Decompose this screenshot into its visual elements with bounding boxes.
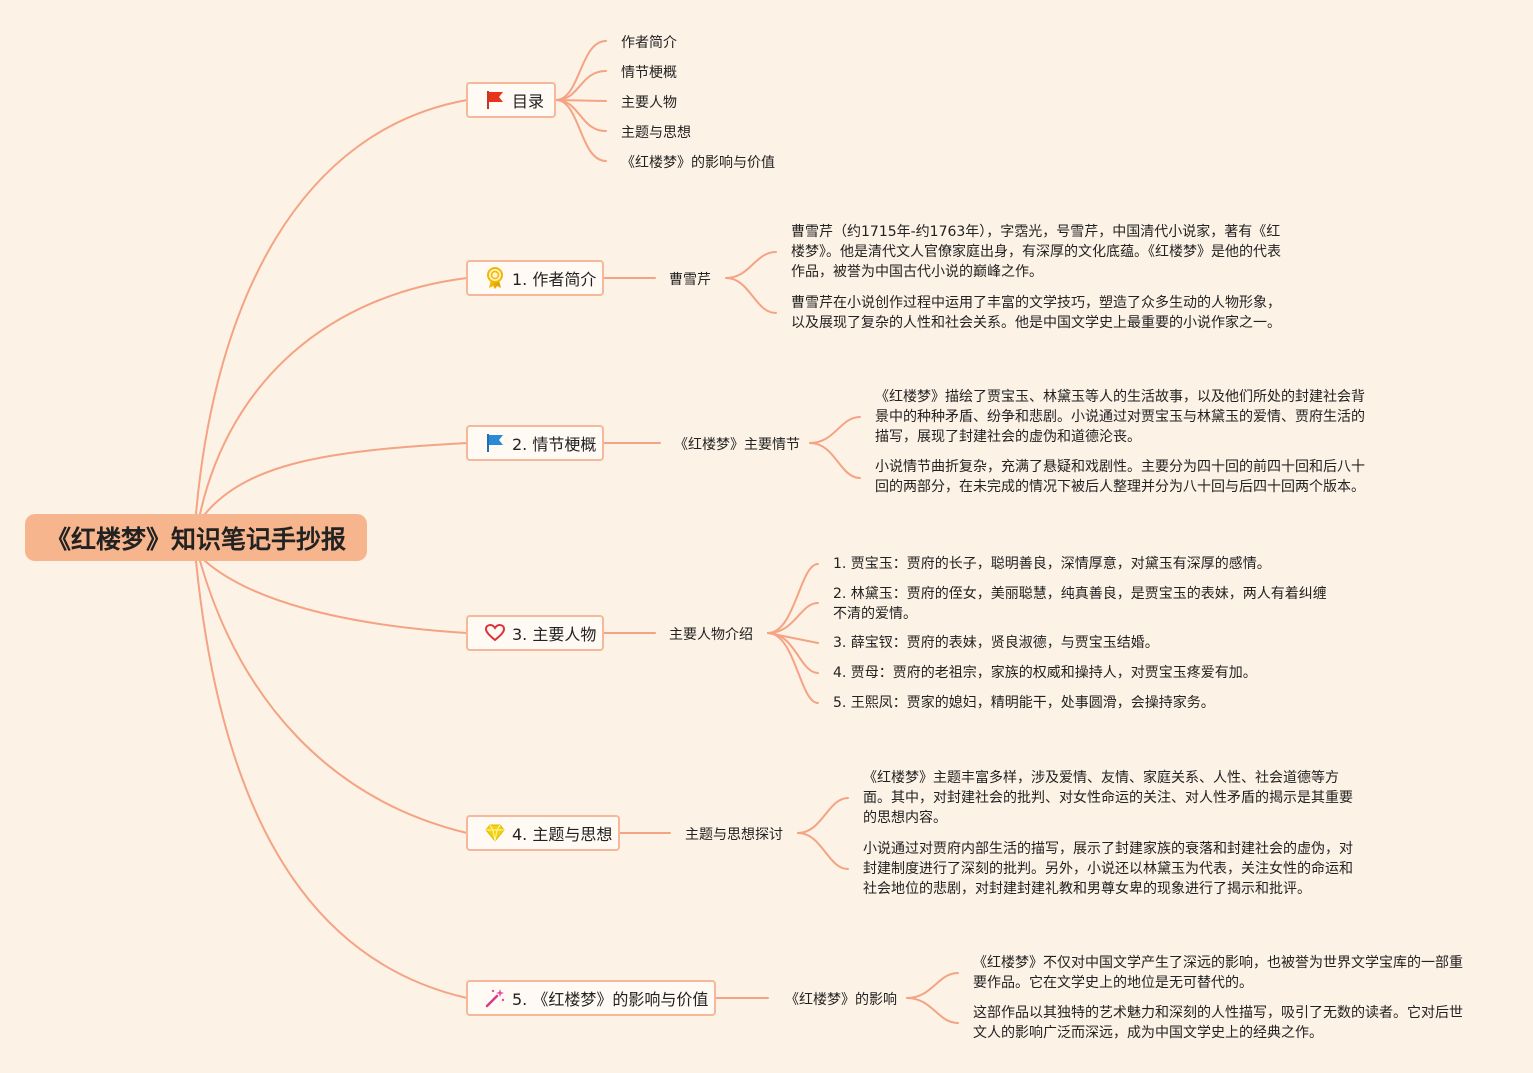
link-root-b4 [199, 560, 468, 834]
diamond-icon [484, 822, 506, 844]
toc-item-4[interactable]: 主题与思想 [621, 125, 691, 141]
root-topic[interactable]: 《红楼梦》知识笔记手抄报 [25, 514, 367, 561]
red-flag-icon [484, 89, 506, 111]
branch-toc[interactable]: 目录 [466, 82, 556, 118]
leaf-plot-1: 《红楼梦》描绘了贾宝玉、林黛玉等人的生活故事，以及他们所处的封建社会背景中的种种… [875, 389, 1365, 445]
branch-themes-label: 4. 主题与思想 [512, 825, 613, 844]
toc-item-2[interactable]: 情节梗概 [621, 65, 677, 81]
sub-cao-xueqin[interactable]: 曹雪芹 [669, 272, 711, 288]
leaf-author-2: 曹雪芹在小说创作过程中运用了丰富的文学技巧，塑造了众多生动的人物形象，以及展现了… [791, 295, 1281, 331]
branch-characters[interactable]: 3. 主要人物 [466, 615, 604, 651]
toc-item-1[interactable]: 作者简介 [621, 35, 677, 51]
leaf-author-1: 曹雪芹（约1715年-约1763年），字霑光，号雪芹，中国清代小说家，著有《红楼… [791, 224, 1281, 280]
leaf-character-4: 4. 贾母：贾府的老祖宗，家族的权威和操持人，对贾宝玉疼爱有加。 [833, 665, 1257, 681]
branch-author[interactable]: 1. 作者简介 [466, 260, 604, 296]
toc-item-5[interactable]: 《红楼梦》的影响与价值 [621, 155, 775, 171]
leaf-themes-1: 《红楼梦》主题丰富多样，涉及爱情、友情、家庭关系、人性、社会道德等方面。其中，对… [863, 770, 1353, 826]
branch-themes[interactable]: 4. 主题与思想 [466, 815, 620, 851]
branch-influence[interactable]: 5. 《红楼梦》的影响与价值 [466, 980, 716, 1016]
leaf-influence-1: 《红楼梦》不仅对中国文学产生了深远的影响，也被誉为世界文学宝库的一部重要作品。它… [973, 955, 1463, 991]
magic-wand-icon [484, 987, 506, 1009]
link-root-b2 [204, 442, 468, 515]
leaf-themes-2: 小说通过对贾府内部生活的描写，展示了封建家族的衰落和封建社会的虚伪，对封建制度进… [863, 841, 1353, 897]
leaf-character-5: 5. 王熙凤：贾家的媳妇，精明能干，处事圆滑，会操持家务。 [833, 695, 1215, 711]
link-root-b3 [204, 560, 468, 634]
leaf-character-3: 3. 薛宝钗：贾府的表妹，贤良淑德，与贾宝玉结婚。 [833, 635, 1159, 651]
branch-plot[interactable]: 2. 情节梗概 [466, 425, 604, 461]
branch-toc-label: 目录 [512, 92, 545, 111]
branch-plot-label: 2. 情节梗概 [512, 435, 597, 454]
leaf-plot-2: 小说情节曲折复杂，充满了悬疑和戏剧性。主要分为四十回的前四十回和后八十回的两部分… [875, 459, 1365, 495]
medal-icon [484, 267, 506, 289]
branch-influence-label: 5. 《红楼梦》的影响与价值 [512, 990, 709, 1009]
leaf-character-2: 2. 林黛玉：贾府的侄女，美丽聪慧，纯真善良，是贾宝玉的表妹，两人有着纠缠不清的… [833, 586, 1327, 622]
sub-themes-discussion[interactable]: 主题与思想探讨 [685, 827, 783, 843]
leaf-character-1: 1. 贾宝玉：贾府的长子，聪明善良，深情厚意，对黛玉有深厚的感情。 [833, 556, 1271, 572]
blue-flag-icon [484, 432, 506, 454]
toc-item-3[interactable]: 主要人物 [621, 95, 677, 111]
link-root-b5 [195, 560, 468, 999]
link-root-b1 [199, 277, 468, 515]
heart-icon [484, 622, 506, 644]
sub-characters-intro[interactable]: 主要人物介绍 [669, 627, 753, 643]
branch-author-label: 1. 作者简介 [512, 270, 597, 289]
link-root-toc [195, 99, 468, 515]
leaf-influence-2: 这部作品以其独特的艺术魅力和深刻的人性描写，吸引了无数的读者。它对后世文人的影响… [973, 1005, 1463, 1041]
branch-characters-label: 3. 主要人物 [512, 625, 597, 644]
sub-main-plot[interactable]: 《红楼梦》主要情节 [674, 437, 800, 453]
sub-influence[interactable]: 《红楼梦》的影响 [785, 992, 897, 1008]
root-title: 《红楼梦》知识笔记手抄报 [45, 524, 346, 554]
